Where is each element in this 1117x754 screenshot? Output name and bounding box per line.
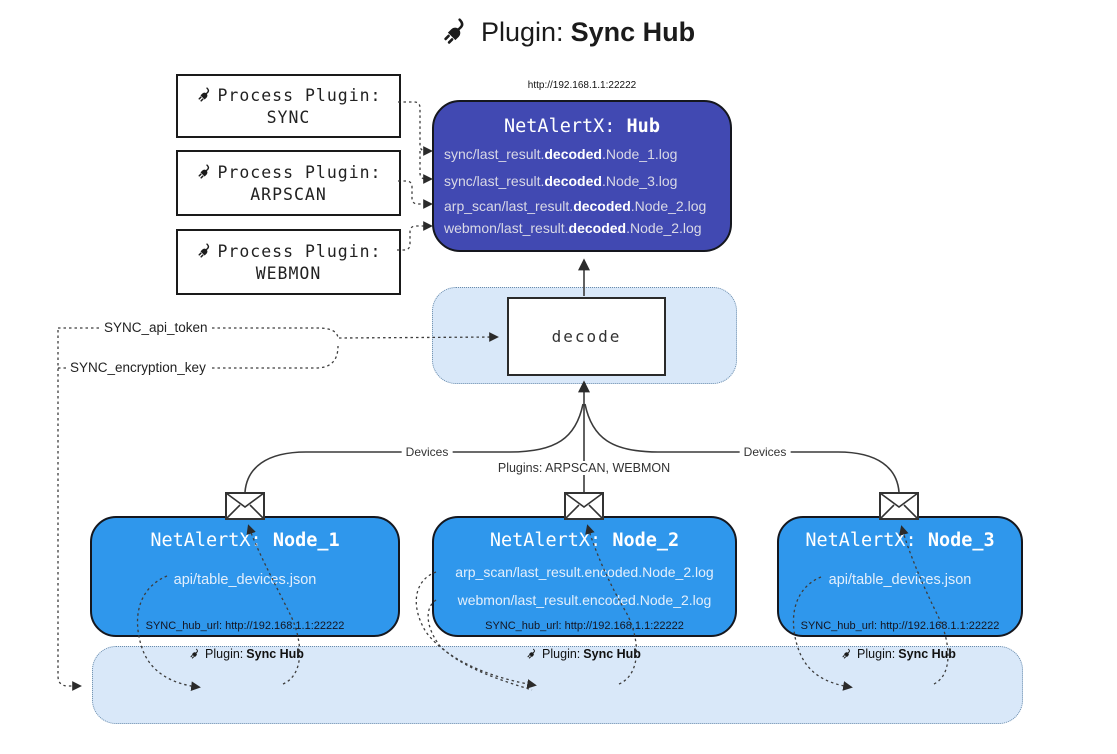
edge-sync-to-row2: [419, 151, 433, 184]
hub-log-row: sync/last_result.decoded.Node_3.log: [444, 173, 678, 189]
process-plugin-name: WEBMON: [255, 264, 322, 283]
node-title: NetAlertX: Node_1: [150, 530, 340, 551]
hub-log-row: arp_scan/last_result.decoded.Node_2.log: [444, 198, 707, 214]
hub-title: NetAlertX: Hub: [434, 116, 730, 137]
node-file-label: api/table_devices.json: [173, 572, 317, 588]
page-title: Plugin: Sync Hub: [438, 14, 695, 50]
node-hub-url-label: SYNC_hub_url: http://192.168.1.1:22222: [800, 620, 1000, 632]
encoder-label: Plugin:Sync Hub: [188, 647, 304, 661]
hub-url-label: http://192.168.1.1:22222: [527, 80, 637, 91]
node-hub-url-label: SYNC_hub_url: http://192.168.1.1:22222: [485, 620, 684, 632]
node-box-node-1: NetAlertX: Node_1 api/table_devices.json…: [90, 516, 400, 637]
node-title: NetAlertX: Node_2: [489, 530, 680, 551]
plugins-mid-label: Plugins: ARPSCAN, WEBMON: [493, 461, 675, 475]
node-file-label: api/table_devices.json: [828, 572, 972, 588]
process-plugin-box-webmon: Process Plugin: WEBMON: [176, 229, 401, 295]
envelope-icon: [225, 492, 265, 520]
process-plugin-label: Process Plugin:: [217, 162, 382, 182]
plug-icon: [840, 647, 854, 661]
edge-config-to-encode-band: [57, 330, 82, 691]
process-plugin-label: Process Plugin:: [217, 85, 382, 105]
node-file-label: webmon/last_result.encoded.Node_2.log: [457, 592, 712, 608]
edge-sync-to-row1: [398, 101, 433, 156]
plug-icon: [195, 85, 215, 105]
encoder-label: Plugin:Sync Hub: [840, 647, 956, 661]
hub-title-prefix: NetAlertX:: [504, 116, 616, 137]
page-title-name: Sync Hub: [570, 16, 696, 47]
plug-icon: [525, 647, 539, 661]
encode-panel: [92, 646, 1023, 724]
process-plugin-box-sync: Process Plugin: SYNC: [176, 74, 401, 138]
edge-webmon-to-row4: [397, 221, 433, 251]
node-file-label: arp_scan/last_result.encoded.Node_2.log: [455, 564, 714, 580]
envelope-icon: [879, 492, 919, 520]
hub-box: NetAlertX: Hub sync/last_result.decoded.…: [432, 100, 732, 252]
process-plugin-name: SYNC: [266, 108, 311, 127]
page-title-prefix: Plugin:: [481, 16, 564, 47]
process-plugin-label: Process Plugin:: [217, 241, 382, 261]
edge-arpscan-to-row3: [398, 180, 433, 209]
devices-left-label: Devices: [401, 445, 453, 459]
sync-api-token-label: SYNC_api_token: [100, 320, 212, 335]
hub-log-row: webmon/last_result.decoded.Node_2.log: [444, 220, 702, 236]
decode-box: decode: [507, 297, 666, 376]
node-box-node-2: NetAlertX: Node_2 arp_scan/last_result.e…: [432, 516, 737, 637]
plug-icon: [438, 14, 474, 50]
envelope-icon: [564, 492, 604, 520]
plug-icon: [188, 647, 202, 661]
hub-log-row: sync/last_result.decoded.Node_1.log: [444, 146, 678, 162]
process-plugin-name: ARPSCAN: [250, 185, 327, 204]
hub-title-name: Hub: [626, 116, 660, 137]
node-title: NetAlertX: Node_3: [805, 530, 995, 551]
node-hub-url-label: SYNC_hub_url: http://192.168.1.1:22222: [145, 620, 345, 632]
plug-icon: [195, 241, 215, 261]
sync-encryption-key-label: SYNC_encryption_key: [66, 360, 210, 375]
encoder-label: Plugin:Sync Hub: [525, 647, 641, 661]
process-plugin-box-arpscan: Process Plugin: ARPSCAN: [176, 150, 401, 216]
node-box-node-3: NetAlertX: Node_3 api/table_devices.json…: [777, 516, 1023, 637]
plug-icon: [195, 162, 215, 182]
devices-right-label: Devices: [739, 445, 791, 459]
